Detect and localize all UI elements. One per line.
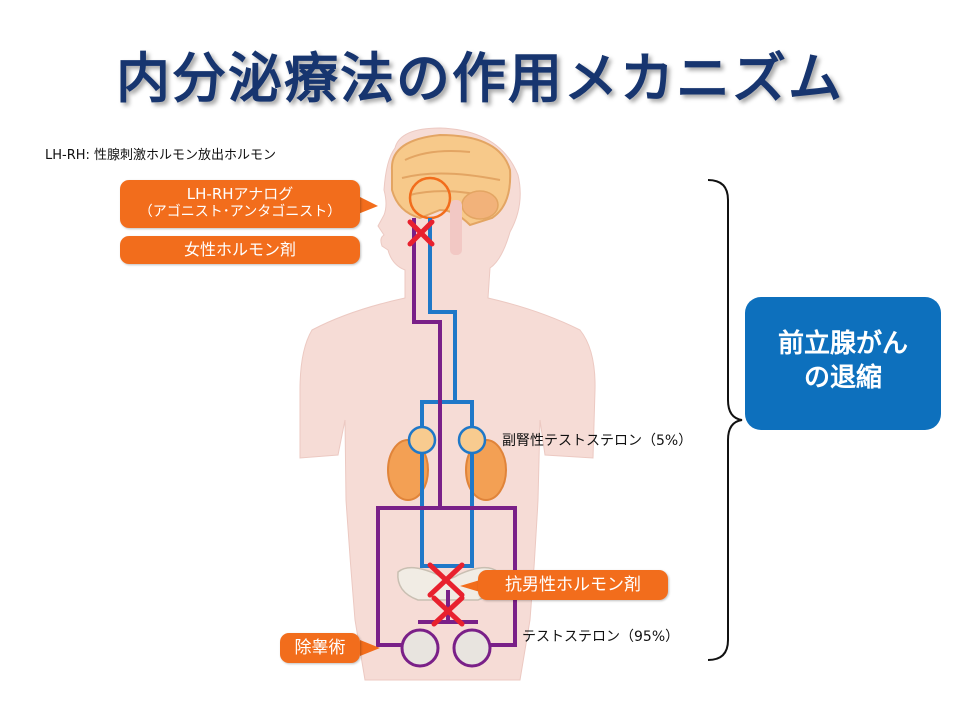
result-line2: の退縮 [803,363,882,393]
bracket [707,179,743,661]
adrenal-testosterone-label: 副腎性テストステロン（5%） [502,433,693,449]
orchiectomy-pointer [360,640,380,656]
purple-pathway [376,218,517,647]
antiandrogen-pointer [460,580,480,592]
block-mark-prostate-lower [431,595,465,627]
block-mark-pituitary [407,219,435,247]
testes [400,628,492,668]
kidneys [387,425,507,501]
result-box: 前立腺がん の退縮 [745,297,941,430]
lhrh-pointer [358,196,378,214]
abbreviation-caption: LH-RH: 性腺刺激ホルモン放出ホルモン [45,148,277,163]
block-marks [407,219,465,627]
antiandrogen-box: 抗男性ホルモン剤 [478,570,668,600]
result-line1: 前立腺がん [777,329,908,359]
lhrh-analog-subtitle: （アゴニスト･アンタゴニスト） [138,204,342,220]
testosterone-label: テストステロン（95%） [522,629,680,645]
orchiectomy-box: 除睾術 [280,633,360,663]
page-title: 内分泌療法の作用メカニズム [116,47,844,110]
adrenal-right [457,425,487,455]
brain [390,133,512,255]
adrenal-left [407,425,437,455]
block-mark-prostate-upper [427,562,465,598]
lhrh-analog-title: LH-RHアナログ [186,185,294,203]
lhrh-analog-box: LH-RHアナログ （アゴニスト･アンタゴニスト） [120,180,360,228]
female-hormone-box: 女性ホルモン剤 [120,236,360,264]
